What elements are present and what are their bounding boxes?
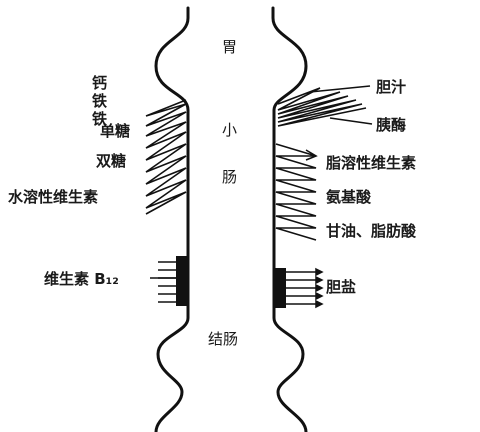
tube-right-wall <box>271 6 308 432</box>
vitamin-b12-label: 维生素 B₁₂ <box>44 270 119 288</box>
glycerol-fatty-acids-label: 甘油、脂肪酸 <box>326 222 417 240</box>
pancreatic-enzymes-label: 胰酶 <box>376 116 406 134</box>
mineral-label-calcium: 钙 <box>92 74 107 92</box>
right-secretion-zigzag <box>277 87 367 127</box>
fat-soluble-vitamins-label: 脂溶性维生素 <box>326 154 416 172</box>
tube-left-wall <box>154 6 190 432</box>
stomach-label: 胃 <box>222 38 237 56</box>
mineral-label-iron-2: 铁 <box>92 110 107 128</box>
b12-absorption-block <box>176 256 188 306</box>
mineral-label-iron-1: 铁 <box>92 92 107 110</box>
bile-pointer-line <box>309 85 371 93</box>
right-absorption-arrows <box>305 149 318 161</box>
small-intestine-label-2: 肠 <box>222 168 237 186</box>
enzyme-pointer-line <box>329 117 373 125</box>
amino-acids-label: 氨基酸 <box>326 188 372 206</box>
disaccharide-label: 双糖 <box>96 152 126 170</box>
small-intestine-label-1: 小 <box>222 121 237 139</box>
bile-salts-label: 胆盐 <box>326 278 356 296</box>
left-absorption-zigzag <box>145 99 187 215</box>
right-absorption-zigzag <box>275 143 317 241</box>
bile-label: 胆汁 <box>376 78 406 96</box>
colon-label: 结肠 <box>208 330 238 348</box>
water-soluble-vitamins-label: 水溶性维生素 <box>8 188 98 206</box>
bile-salts-absorption-block <box>274 268 286 308</box>
monosaccharide-label: 单糖 <box>100 122 130 140</box>
